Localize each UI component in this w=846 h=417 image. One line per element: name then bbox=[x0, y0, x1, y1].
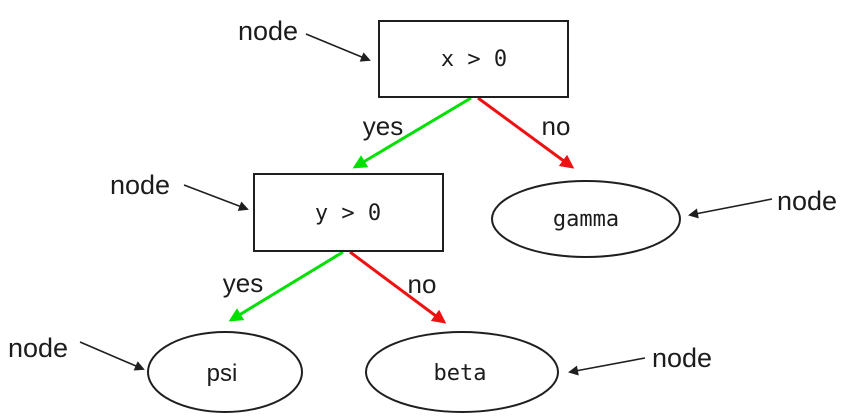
edge-label-no: no bbox=[408, 269, 437, 299]
node-root-label: x > 0 bbox=[441, 47, 507, 72]
edge-child-no bbox=[349, 250, 447, 324]
edge-child-yes bbox=[228, 250, 344, 322]
edge-label-yes: yes bbox=[363, 111, 403, 141]
node-child-label: y > 0 bbox=[315, 201, 381, 226]
edge-root-no bbox=[477, 96, 575, 169]
node-beta-ellipse bbox=[365, 331, 559, 413]
edge-root-yes bbox=[352, 96, 472, 169]
edge-label-yes: yes bbox=[223, 268, 263, 298]
annotation-node-root: node bbox=[238, 16, 298, 46]
annotation-arrow-child bbox=[183, 184, 249, 211]
node-root-box bbox=[378, 20, 569, 98]
node-child-box bbox=[253, 173, 444, 252]
annotation-node-psi: node bbox=[8, 333, 68, 363]
annotation-node-beta: node bbox=[652, 343, 712, 373]
node-psi-label: psi bbox=[207, 360, 238, 387]
node-beta-label: beta bbox=[434, 361, 487, 386]
node-psi-ellipse bbox=[147, 331, 303, 413]
annotation-node-gamma: node bbox=[777, 186, 837, 216]
node-gamma-ellipse bbox=[491, 180, 681, 258]
node-gamma-label: gamma bbox=[553, 207, 619, 232]
annotation-node-child: node bbox=[110, 170, 170, 200]
edge-label-no: no bbox=[542, 111, 571, 141]
annotation-arrow-gamma bbox=[688, 198, 773, 219]
annotation-arrow-root bbox=[305, 33, 371, 62]
annotation-arrow-beta bbox=[568, 357, 646, 376]
annotation-arrow-psi bbox=[79, 341, 145, 371]
